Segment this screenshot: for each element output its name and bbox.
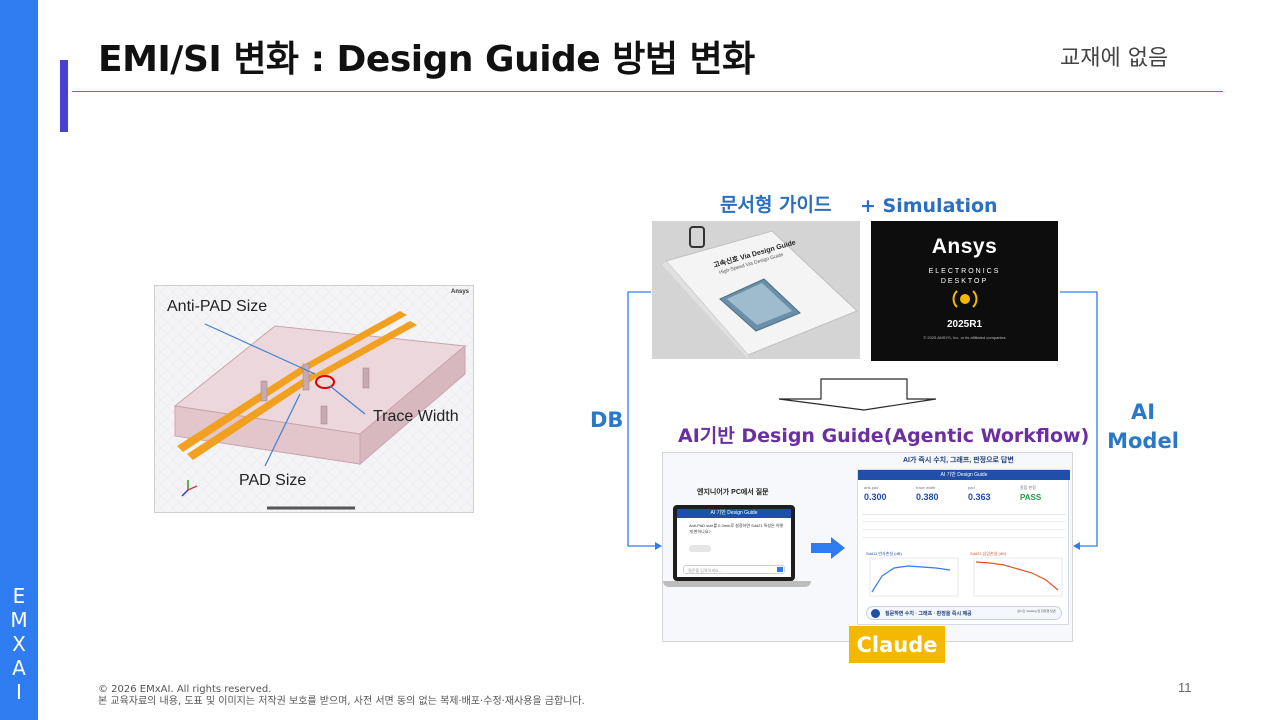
metric-row: anti-pad 0.300 trace width 0.380 pad 0.3…: [862, 484, 1066, 510]
title-divider: [72, 91, 1223, 92]
brand-letter: M: [10, 608, 28, 632]
bolt-icon: [871, 609, 880, 618]
ansys-product-line1: ELECTRONICS: [928, 268, 1001, 275]
db-connector-line: [627, 291, 656, 547]
chat-header: AI 기반 Design Guide: [677, 509, 791, 518]
ansys-fine-print: © 2025 ANSYS, Inc. or its affiliated com…: [923, 335, 1006, 340]
typing-indicator: [689, 545, 711, 552]
chart2-title: Sdd21 삽입손실 (dB): [970, 551, 1007, 556]
brand-letter: A: [12, 656, 26, 680]
brand-letter: I: [16, 680, 22, 704]
chart1-title: Sdd11 반사손실 (dB): [866, 551, 902, 556]
anti-pad-pointer: [204, 323, 316, 375]
ai-model-connector-line: [1060, 291, 1098, 547]
engineer-caption: 엔지니어가 PC에서 질문: [697, 489, 769, 496]
result-panel: AI 기반 Design Guide anti-pad 0.300 trace …: [857, 469, 1070, 625]
trace-lower-left-2: [187, 372, 319, 460]
db-arrowhead-icon: [655, 542, 662, 550]
metric-card: trace width 0.380: [914, 484, 962, 510]
ansys-logo: Ansys: [931, 235, 998, 258]
chat-input-placeholder: 질문을 입력하세요...: [688, 568, 722, 573]
brand-letter: E: [12, 584, 26, 608]
ansys-product-line2: DESKTOP: [940, 278, 989, 285]
bottom-summary-text: 질문하면 수치 · 그래프 · 판정을 즉시 제공: [885, 611, 972, 617]
laptop-base: [663, 581, 811, 587]
via-stub: [320, 405, 328, 425]
panel-header: AI 기반 Design Guide: [858, 470, 1070, 480]
binder-clip: [689, 226, 705, 248]
trace-width-label: Trace Width: [373, 408, 459, 425]
pad-pointer: [264, 393, 301, 467]
bottom-summary-right: 실시간 chatting 및 판정형 답변: [1017, 609, 1056, 613]
via-stub: [302, 363, 310, 391]
slide-title: EMI/SI 변화 : Design Guide 방법 변화: [98, 39, 755, 80]
sidebar-brand: E M X A I: [0, 584, 38, 704]
metric-label: 종합 판정: [1020, 485, 1036, 490]
ai-design-guide-heading: AI기반 Design Guide(Agentic Workflow): [678, 425, 1090, 447]
chat-input[interactable]: 질문을 입력하세요...: [683, 565, 785, 574]
metric-card: 종합 판정 PASS: [1018, 484, 1066, 510]
chat-question: Anti-PAD size를 0.3mm로 설정하면 Sdd21 특성은 어떻게…: [689, 523, 784, 534]
metric-label: trace width: [916, 485, 936, 490]
ai-top-caption: AI가 즉시 수치, 그래프, 판정으로 답변: [903, 457, 1014, 464]
ai-model-arrowhead-icon: [1073, 542, 1080, 550]
via-stub: [362, 367, 370, 389]
bottom-summary-bar: 질문하면 수치 · 그래프 · 판정을 즉시 제공 실시간 chatting 및…: [866, 606, 1062, 620]
sdd11-series: [871, 565, 951, 593]
ansys-corner-logo: Ansys: [450, 289, 469, 295]
ansys-version: 2025R1: [946, 319, 983, 330]
laptop-screen: AI 기반 Design Guide Anti-PAD size를 0.3mm로…: [673, 505, 795, 581]
via-stub: [260, 380, 268, 402]
result-table: [862, 514, 1066, 544]
right-arrow-icon: [811, 537, 845, 559]
metric-value: 0.363: [968, 492, 991, 502]
footer-copyright: © 2026 EMxAI. All rights reserved. 본 교육자…: [98, 684, 585, 708]
claude-badge: Claude: [849, 626, 945, 663]
metric-value: 0.380: [916, 492, 939, 502]
pcb-illustration: [155, 286, 473, 512]
trace-upper-right-2: [315, 321, 417, 378]
metric-value: 0.300: [864, 492, 887, 502]
db-label: DB: [590, 408, 624, 432]
pass-badge: PASS: [1020, 493, 1042, 502]
via-pcb-figure: Anti-PAD Size Trace Width PAD Size Ansys: [154, 285, 474, 513]
mini-charts: [869, 557, 1063, 597]
ai-design-guide-screenshot: AI가 즉시 수치, 그래프, 판정으로 답변 엔지니어가 PC에서 질문 AI…: [662, 452, 1073, 642]
copyright-line: © 2026 EMxAI. All rights reserved.: [98, 684, 272, 695]
not-in-textbook-note: 교재에 없음: [1060, 46, 1169, 71]
ansys-electronics-desktop-splash: Ansys ELECTRONICS DESKTOP 2025R1 © 2025 …: [871, 221, 1058, 361]
anti-pad-size-label: Anti-PAD Size: [167, 298, 268, 315]
metric-card: anti-pad 0.300: [862, 484, 910, 510]
brand-letter: X: [12, 632, 26, 656]
down-arrow-icon: [778, 378, 937, 411]
trace-upper-right: [305, 311, 407, 368]
design-guide-book-photo: 고속신호 Via Design Guide High-Speed Via Des…: [652, 221, 860, 359]
sdd21-series: [975, 561, 1059, 591]
title-accent-bar: [60, 60, 68, 132]
board-side: [359, 344, 466, 466]
trace-width-pointer: [329, 385, 366, 415]
plus-simulation-heading: + Simulation: [860, 195, 998, 217]
send-icon[interactable]: [777, 567, 783, 572]
metric-label: pad: [968, 485, 975, 490]
metric-card: pad 0.363: [966, 484, 1014, 510]
metric-label: anti-pad: [864, 485, 879, 490]
page-number: 11: [1178, 680, 1192, 695]
brand-sidebar: E M X A I: [0, 0, 38, 720]
pad-size-label: PAD Size: [239, 472, 307, 489]
via-highlight-marker: [315, 375, 335, 389]
document-guide-heading: 문서형 가이드: [720, 194, 832, 216]
ai-model-label: AI Model: [1100, 398, 1186, 456]
ai-model-label-line2: Model: [1107, 429, 1179, 453]
copyright-notice: 본 교육자료의 내용, 도표 및 이미지는 저작권 보호를 받으며, 사전 서면…: [98, 696, 585, 707]
trace-lower-left: [177, 364, 311, 452]
ai-model-label-line1: AI: [1130, 400, 1156, 424]
axis-y: [181, 489, 189, 497]
ansys-emblem-icon: [952, 290, 978, 308]
axis-x: [187, 485, 198, 491]
